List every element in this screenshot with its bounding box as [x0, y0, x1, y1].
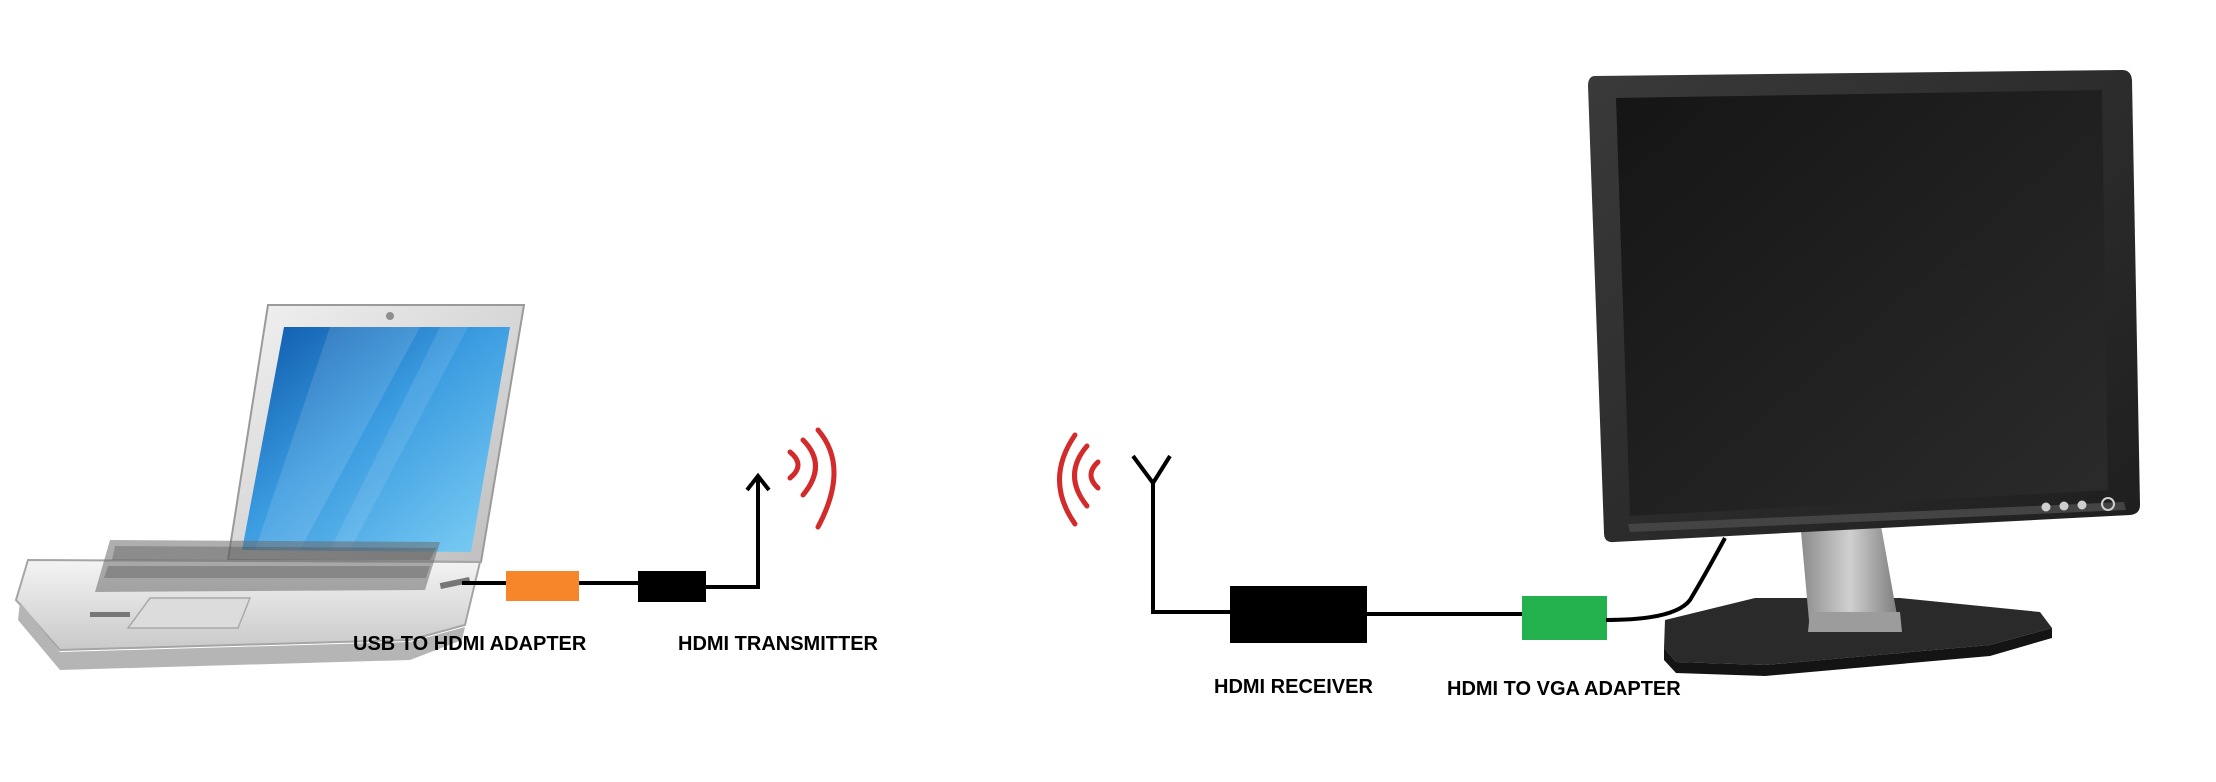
label-hdmi-to-vga: HDMI TO VGA ADAPTER: [1447, 678, 1681, 700]
vga-cable: [1605, 537, 1727, 622]
monitor-icon: [1588, 70, 2140, 676]
laptop-icon: [14, 304, 526, 670]
antenna-icon: [1131, 454, 1172, 614]
transmitter-wifi-waves-icon: [787, 427, 837, 530]
receiver-wifi-waves-icon: [1057, 432, 1101, 527]
label-hdmi-receiver: HDMI RECEIVER: [1214, 676, 1373, 698]
hdmi-receiver: [1230, 586, 1367, 643]
hdmi-to-vga-adapter: [1522, 596, 1607, 640]
label-hdmi-transmitter: HDMI TRANSMITTER: [678, 633, 879, 655]
hdmi-transmitter: [638, 571, 706, 602]
usb-to-hdmi-adapter: [506, 571, 579, 601]
left-cable: [462, 472, 771, 589]
label-usb-to-hdmi: USB TO HDMI ADAPTER: [353, 633, 587, 655]
